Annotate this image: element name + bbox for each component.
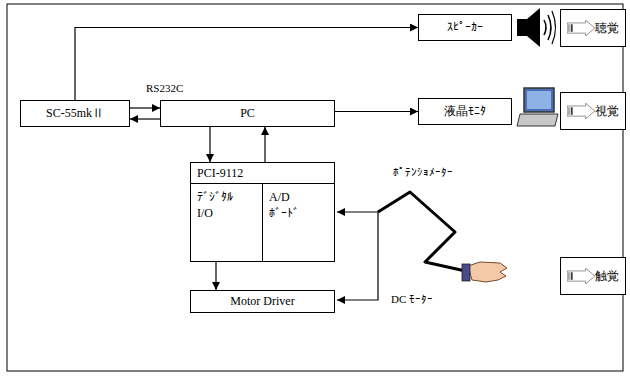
interface-label: RS232C [145, 82, 184, 94]
output-box: ｽﾋﾟｰｶｰ [418, 14, 512, 41]
signal-arrow [335, 111, 418, 112]
part-label: ﾎﾟﾃﾝｼｮﾒｰﾀｰ [392, 166, 454, 178]
board-section: ﾃﾞｼﾞﾀﾙ I/O [191, 183, 263, 261]
sense-arrow: 視覚 [560, 92, 626, 130]
node-text: 聴覚 [595, 21, 619, 35]
block-arrow-shape [567, 103, 595, 119]
signal-arrow [264, 127, 265, 162]
hand-illustration [462, 262, 507, 282]
signal-arrow [130, 107, 160, 108]
potentiometer-linkage [378, 192, 470, 272]
node-text: ｽﾋﾟｰｶｰ [447, 20, 483, 34]
node-text: A/D ﾎﾞｰﾄﾞ [269, 189, 313, 221]
output-box: 液晶ﾓﾆﾀ [418, 98, 512, 125]
node-text: ﾃﾞｼﾞﾀﾙ I/O [197, 189, 241, 221]
sense-arrow: 聴覚 [560, 9, 626, 47]
sound-module-box: SC-55mkⅡ [20, 100, 130, 127]
pc-box: PC [160, 100, 335, 127]
driver-box: Motor Driver [190, 290, 335, 313]
board-section: A/D ﾎﾞｰﾄﾞ [263, 183, 334, 261]
block-arrow-shape [567, 20, 595, 36]
node-text: PC [240, 106, 255, 120]
node-text: PCI-9112 [197, 166, 243, 180]
signal-arrow [209, 127, 210, 162]
signal-arrow [75, 28, 418, 101]
block-arrow-shape [567, 268, 595, 284]
speaker-icon [517, 8, 556, 47]
io-board-box: PCI-9112 ﾃﾞｼﾞﾀﾙ I/O A/D ﾎﾞｰﾄﾞ [190, 162, 335, 262]
node-text: Motor Driver [230, 294, 294, 308]
laptop-icon [517, 88, 558, 126]
signal-arrow [130, 118, 160, 119]
node-text: 視覚 [595, 104, 619, 118]
part-label: DC ﾓｰﾀｰ [390, 293, 434, 305]
signal-arrow [215, 261, 216, 290]
node-text: 触覚 [595, 269, 619, 283]
node-text: SC-55mkⅡ [46, 106, 104, 120]
node-text: 液晶ﾓﾆﾀ [444, 104, 486, 118]
sensor-wires [337, 212, 378, 300]
outer-frame [7, 4, 623, 371]
sense-arrow: 触覚 [560, 257, 626, 295]
